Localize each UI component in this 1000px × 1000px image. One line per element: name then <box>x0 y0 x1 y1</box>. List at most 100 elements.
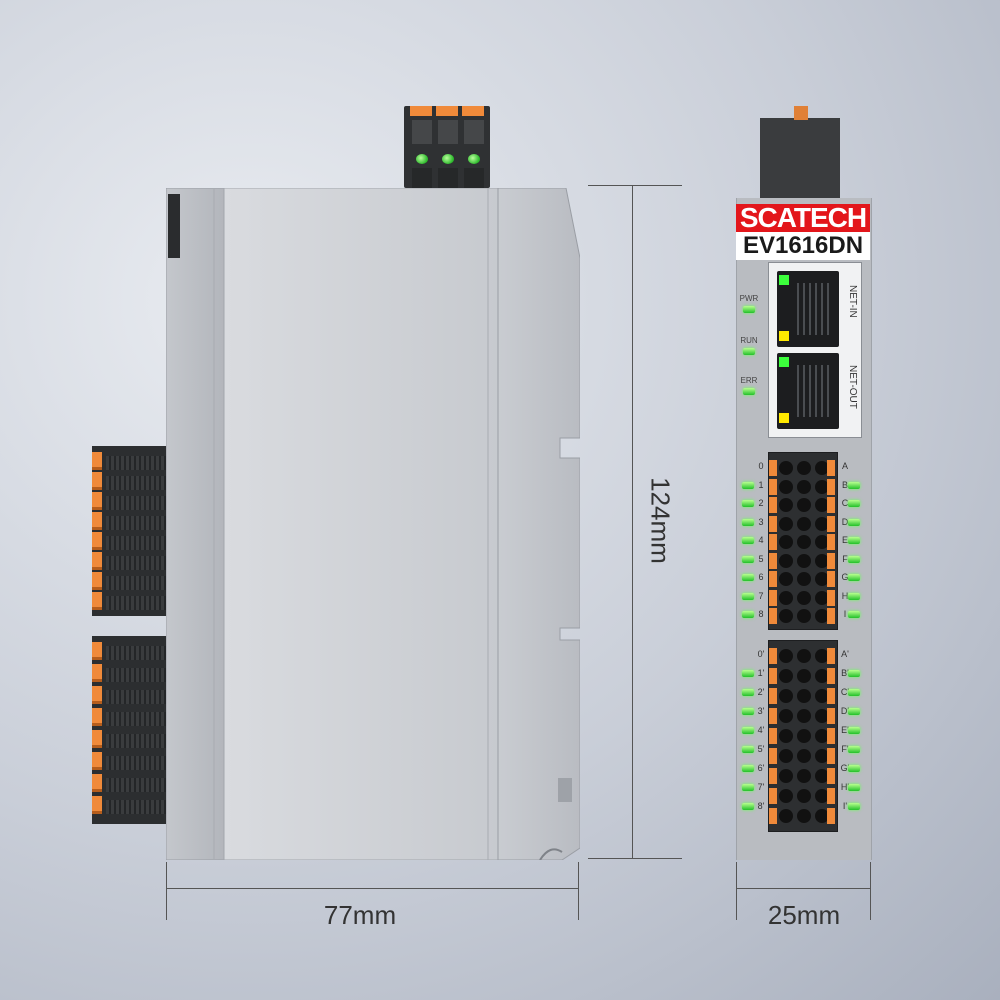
terminal-release-lever[interactable] <box>769 478 777 495</box>
channel-label-right: A <box>841 461 848 471</box>
channel-led-right <box>848 765 860 772</box>
terminal-hole <box>779 809 793 823</box>
terminal-release-lever[interactable] <box>769 688 777 704</box>
channel-led-left <box>742 746 754 753</box>
net-in-label: NET-IN <box>847 285 858 318</box>
brand-logo: SCATECH <box>736 204 870 232</box>
terminal-hole <box>815 461 829 475</box>
terminal-release-lever[interactable] <box>769 460 777 476</box>
terminal-hole <box>797 729 811 743</box>
depth-dimension-right-tick <box>578 862 579 920</box>
channel-led-right <box>848 670 860 677</box>
channel-label-left: 3 <box>758 516 764 527</box>
terminal-release-lever[interactable] <box>827 668 835 684</box>
terminal-hole <box>815 789 829 803</box>
net-out-label: NET-OUT <box>847 365 858 409</box>
terminal-release-lever[interactable] <box>769 788 777 804</box>
terminal-release-lever[interactable] <box>769 648 777 664</box>
channel-led-right <box>848 708 860 715</box>
net-in-port[interactable] <box>777 271 839 347</box>
terminal-release-lever[interactable] <box>769 552 777 569</box>
channel-led-left <box>742 555 754 563</box>
terminal-release-lever[interactable] <box>827 534 835 550</box>
terminal-hole <box>779 709 793 723</box>
err-label: ERR <box>740 376 758 385</box>
channel-label-left: 7 <box>758 590 764 601</box>
channel-label-left: 7' <box>757 782 765 792</box>
terminal-hole <box>815 535 829 549</box>
terminal-release-lever[interactable] <box>827 497 835 513</box>
terminal-release-lever[interactable] <box>827 571 835 587</box>
terminal-hole <box>815 516 829 531</box>
channel-led-right <box>848 689 860 696</box>
terminal-release-lever[interactable] <box>827 589 835 606</box>
channel-led-left <box>742 574 754 581</box>
terminal-hole <box>779 479 793 494</box>
terminal-release-lever[interactable] <box>827 460 835 476</box>
channel-led-right <box>848 555 860 563</box>
terminal-release-lever[interactable] <box>827 478 835 495</box>
terminal-release-lever[interactable] <box>827 788 835 804</box>
terminal-hole <box>779 669 793 683</box>
terminal-release-lever[interactable] <box>827 708 835 724</box>
terminal-hole <box>815 749 829 763</box>
terminal-hole <box>779 729 793 743</box>
terminal-hole <box>797 609 811 623</box>
terminal-release-lever[interactable] <box>827 688 835 704</box>
terminal-release-lever[interactable] <box>769 497 777 513</box>
terminal-release-lever[interactable] <box>769 608 777 624</box>
terminal-hole <box>815 649 829 663</box>
terminal-release-lever[interactable] <box>827 515 835 532</box>
terminal-release-lever[interactable] <box>769 589 777 606</box>
terminal-release-lever[interactable] <box>769 534 777 550</box>
net-out-port[interactable] <box>777 353 839 429</box>
terminal-hole <box>797 669 811 683</box>
ethernet-port-panel: NET-IN NET-OUT <box>768 262 862 438</box>
channel-label-left: 1 <box>758 479 764 490</box>
terminal-release-lever[interactable] <box>827 608 835 624</box>
model-label: EV1616DN <box>736 232 870 260</box>
terminal-release-lever[interactable] <box>769 728 777 744</box>
channel-label-right: B' <box>841 668 849 678</box>
module-side-housing <box>166 188 580 860</box>
run-led <box>743 348 755 355</box>
channel-label-right: H <box>841 590 849 601</box>
terminal-hole <box>815 809 829 823</box>
terminal-release-lever[interactable] <box>827 728 835 744</box>
terminal-hole <box>797 809 811 823</box>
terminal-release-lever[interactable] <box>827 808 835 824</box>
channel-led-left <box>742 765 754 772</box>
front-top-connector <box>760 118 840 198</box>
channel-led-left <box>742 537 754 544</box>
channel-led-right <box>848 500 860 507</box>
terminal-release-lever[interactable] <box>769 571 777 587</box>
terminal-release-lever[interactable] <box>769 768 777 784</box>
terminal-hole <box>779 498 793 512</box>
channel-label-right: I' <box>842 801 848 811</box>
terminal-release-lever[interactable] <box>827 768 835 784</box>
terminal-release-lever[interactable] <box>769 748 777 764</box>
channel-led-left <box>742 708 754 715</box>
terminal-hole <box>779 590 793 605</box>
terminal-hole <box>797 498 811 512</box>
terminal-hole <box>779 749 793 763</box>
channel-label-right: I <box>843 609 847 619</box>
terminal-release-lever[interactable] <box>769 808 777 824</box>
terminal-release-lever[interactable] <box>769 668 777 684</box>
terminal-hole <box>797 461 811 475</box>
channel-led-left <box>742 670 754 677</box>
terminal-hole <box>797 769 811 783</box>
terminal-release-lever[interactable] <box>827 552 835 569</box>
terminal-hole <box>815 590 829 605</box>
terminal-release-lever[interactable] <box>769 708 777 724</box>
channel-led-right <box>848 518 860 526</box>
terminal-release-lever[interactable] <box>827 648 835 664</box>
channel-led-right <box>848 611 860 618</box>
terminal-hole <box>779 789 793 803</box>
width-dimension-label: 25mm <box>767 900 841 930</box>
terminal-hole <box>779 572 793 586</box>
terminal-release-lever[interactable] <box>827 748 835 764</box>
terminal-release-lever[interactable] <box>769 515 777 532</box>
depth-dimension-left-tick <box>166 862 167 920</box>
channel-label-left: 4' <box>757 725 765 735</box>
